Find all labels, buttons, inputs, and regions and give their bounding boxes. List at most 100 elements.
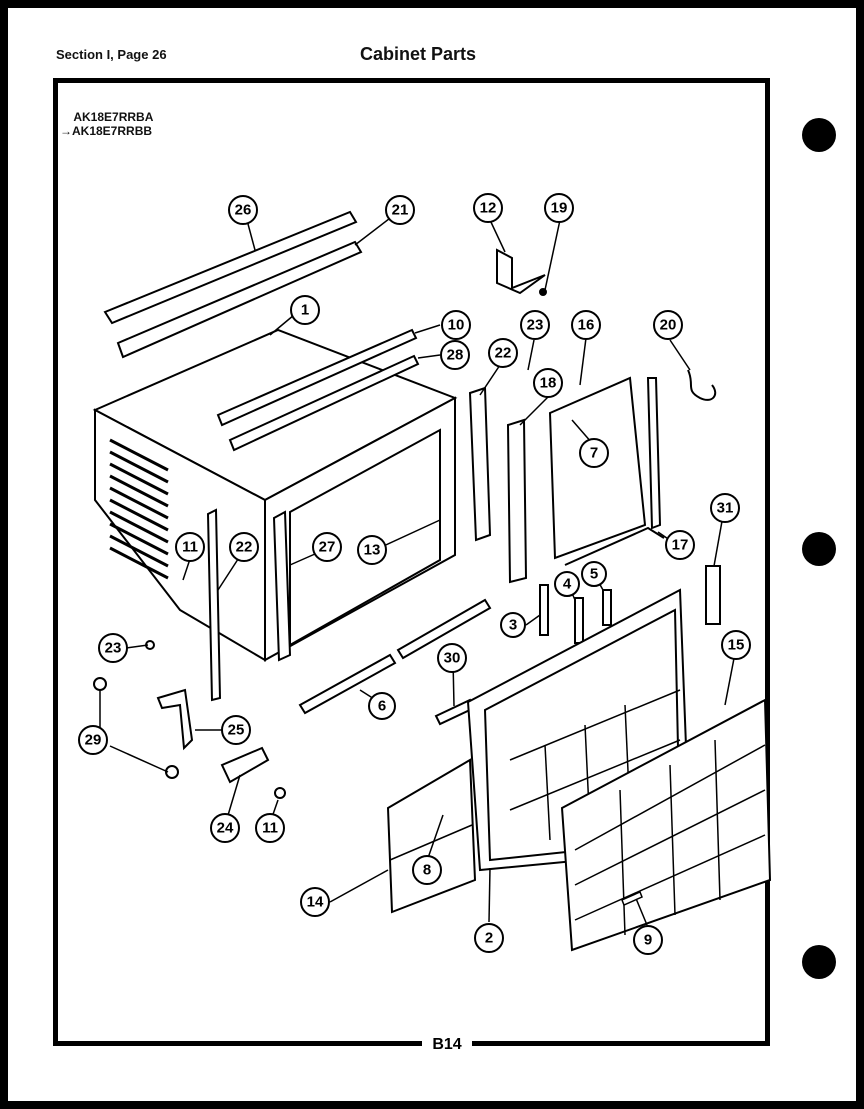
- callout-11b: 11: [255, 813, 285, 843]
- svg-text:31: 31: [717, 500, 734, 517]
- callout-28: 28: [440, 340, 470, 370]
- strip-10: [216, 328, 418, 427]
- svg-text:7: 7: [590, 445, 598, 462]
- svg-text:17: 17: [672, 537, 689, 554]
- svg-text:26: 26: [235, 202, 252, 219]
- callout-21: 21: [385, 195, 415, 225]
- callout-23b: 23: [98, 633, 128, 663]
- callout-14: 14: [300, 887, 330, 917]
- svg-text:27: 27: [319, 539, 336, 556]
- rail-17-bottom: [564, 526, 665, 566]
- model-number: →AK18E7RRBB: [60, 124, 153, 138]
- svg-text:14: 14: [307, 894, 324, 911]
- callout-23: 23: [520, 310, 550, 340]
- page-number: B14: [422, 1034, 472, 1056]
- bar-6a: [298, 653, 397, 715]
- section-page-label: Section I, Page 26: [56, 47, 167, 62]
- svg-text:4: 4: [563, 576, 572, 593]
- callout-1: 1: [290, 295, 320, 325]
- top-rail-26: [103, 210, 358, 325]
- nut-29b: [165, 765, 179, 779]
- callout-15: 15: [721, 630, 751, 660]
- clip-3: [539, 584, 549, 636]
- callout-24: 24: [210, 813, 240, 843]
- strip-28: [228, 354, 420, 452]
- clip-4: [574, 597, 584, 644]
- panel-16: [548, 376, 647, 560]
- callout-4: 4: [554, 571, 580, 597]
- svg-text:6: 6: [378, 698, 386, 715]
- callout-27: 27: [312, 532, 342, 562]
- svg-text:25: 25: [228, 722, 245, 739]
- callout-10: 10: [441, 310, 471, 340]
- hose-20: [687, 369, 717, 401]
- callout-2: 2: [474, 923, 504, 953]
- svg-text:24: 24: [217, 820, 234, 837]
- channel-22: [468, 386, 492, 542]
- louver-14: [386, 758, 477, 914]
- rail-17: [646, 377, 662, 530]
- bracket-12: [496, 248, 546, 295]
- svg-text:22: 22: [236, 539, 253, 556]
- bracket-25: [156, 688, 194, 751]
- callout-5: 5: [581, 561, 607, 587]
- cover-24: [220, 746, 270, 784]
- svg-text:20: 20: [660, 317, 677, 334]
- svg-text:11: 11: [262, 820, 278, 837]
- svg-text:8: 8: [423, 862, 431, 879]
- cabinet-body: [92, 328, 458, 662]
- callout-13: 13: [357, 535, 387, 565]
- svg-text:29: 29: [85, 732, 102, 749]
- callout-8: 8: [412, 855, 442, 885]
- side-bracket-22: [206, 508, 222, 702]
- seal-27: [272, 510, 292, 662]
- svg-text:12: 12: [480, 200, 497, 217]
- clip-9: [621, 890, 643, 907]
- callout-19: 19: [544, 193, 574, 223]
- callout-3: 3: [500, 612, 526, 638]
- svg-text:18: 18: [540, 375, 557, 392]
- svg-text:5: 5: [590, 566, 598, 583]
- strip-31: [705, 565, 721, 625]
- svg-text:16: 16: [578, 317, 595, 334]
- svg-text:21: 21: [392, 202, 409, 219]
- callout-26: 26: [228, 195, 258, 225]
- svg-text:11: 11: [182, 539, 198, 556]
- svg-text:23: 23: [527, 317, 544, 334]
- filter-15: [560, 698, 772, 952]
- callout-18: 18: [533, 368, 563, 398]
- bar-6b: [396, 598, 492, 660]
- callout-9: 9: [633, 925, 663, 955]
- channel-18: [506, 418, 528, 584]
- callout-17: 17: [665, 530, 695, 560]
- model-number: AK18E7RRBA: [73, 110, 154, 124]
- callout-12: 12: [473, 193, 503, 223]
- svg-text:1: 1: [301, 302, 309, 319]
- svg-text:3: 3: [509, 617, 517, 634]
- svg-text:23: 23: [105, 640, 122, 657]
- nut-29: [93, 677, 107, 691]
- svg-text:10: 10: [448, 317, 465, 334]
- svg-text:2: 2: [485, 930, 493, 947]
- binder-hole: [802, 532, 836, 566]
- callout-20: 20: [653, 310, 683, 340]
- callout-29: 29: [78, 725, 108, 755]
- callout-11: 11: [175, 532, 205, 562]
- callout-6: 6: [368, 692, 396, 720]
- svg-text:28: 28: [447, 347, 464, 364]
- page-title: Cabinet Parts: [360, 44, 477, 64]
- svg-text:13: 13: [364, 542, 381, 559]
- svg-text:22: 22: [495, 345, 512, 362]
- svg-text:9: 9: [644, 932, 652, 949]
- callout-22b: 22: [229, 532, 259, 562]
- callout-16: 16: [571, 310, 601, 340]
- svg-text:30: 30: [444, 650, 461, 667]
- binder-hole: [802, 118, 836, 152]
- callout-31: 31: [710, 493, 740, 523]
- svg-text:19: 19: [551, 200, 568, 217]
- clip-5: [602, 589, 612, 626]
- callout-25: 25: [221, 715, 251, 745]
- binder-hole: [802, 945, 836, 979]
- callout-7: 7: [579, 438, 609, 468]
